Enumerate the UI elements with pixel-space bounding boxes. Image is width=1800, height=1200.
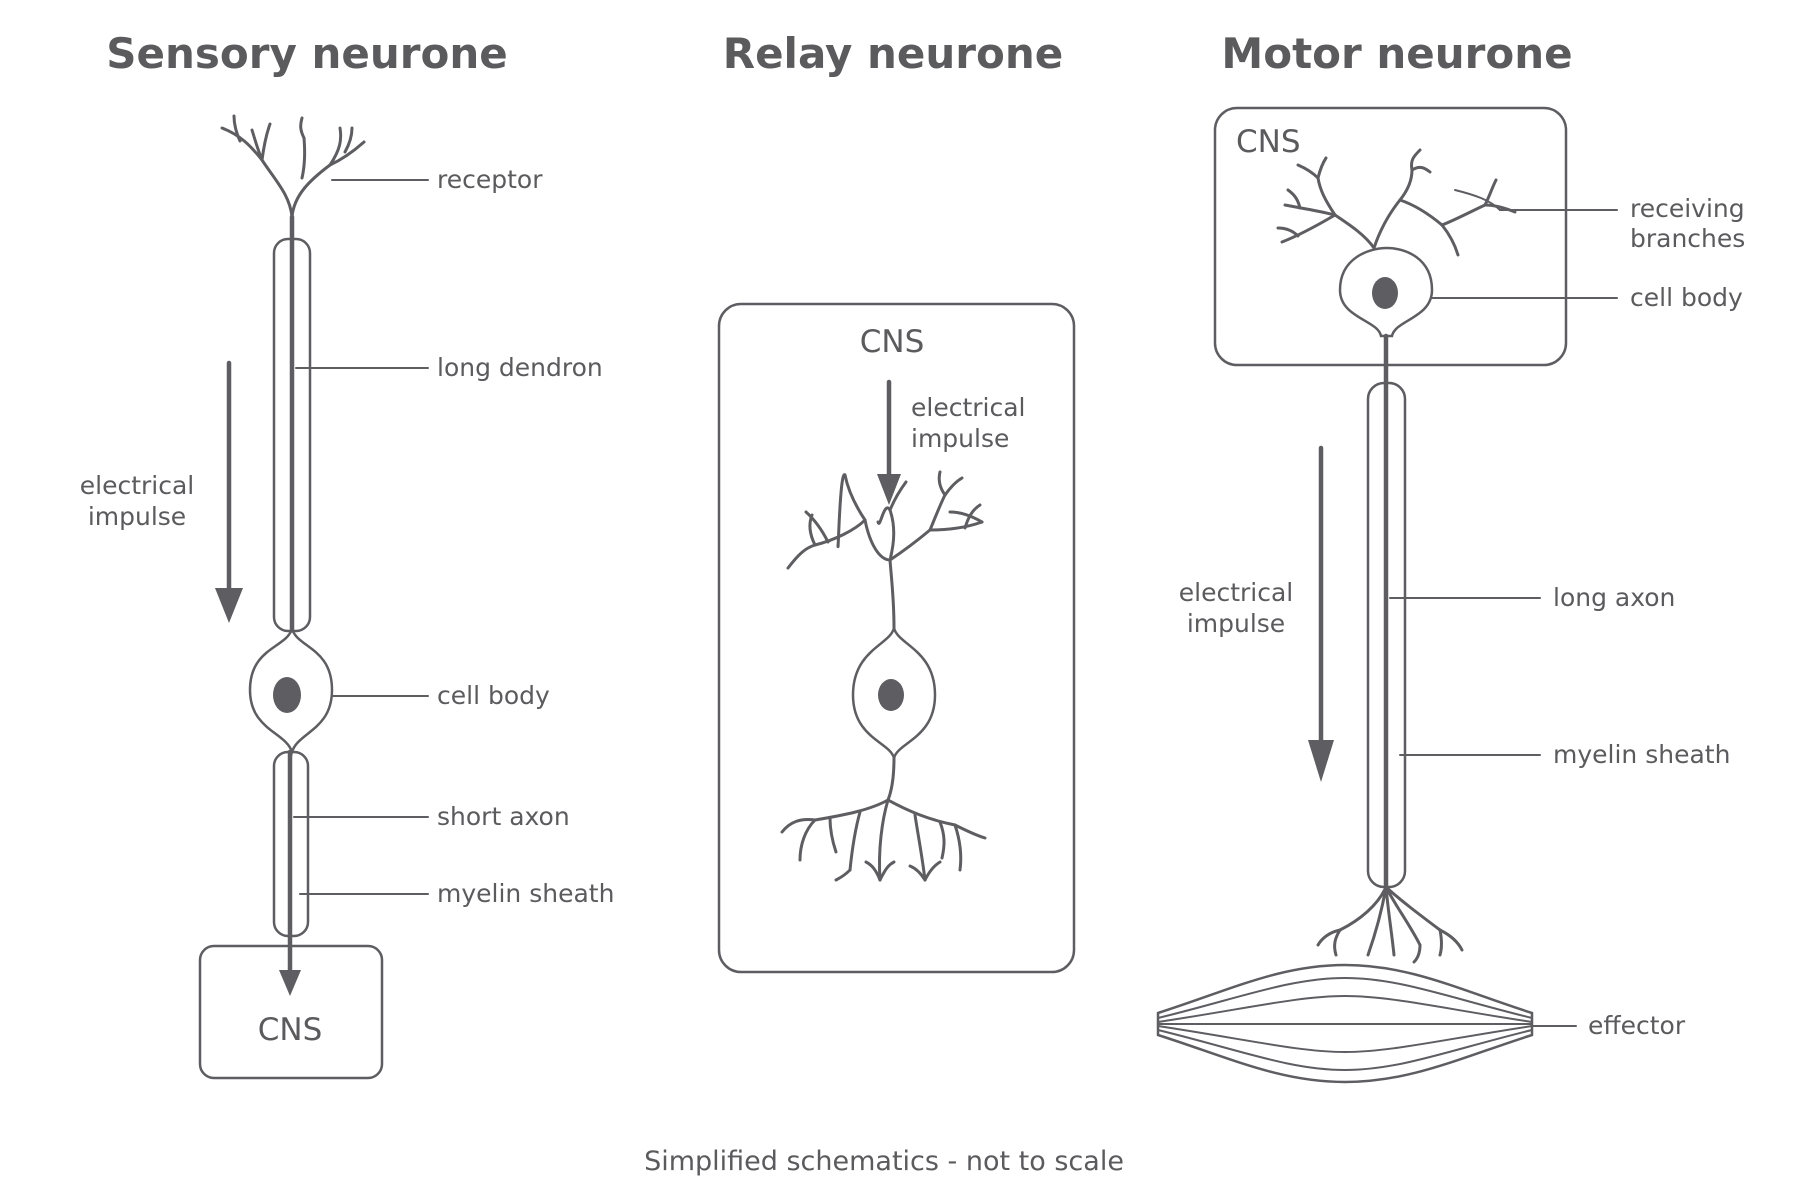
footer-note: Simplified schematics - not to scale: [644, 1146, 1124, 1177]
sensory-nucleus: [273, 677, 301, 713]
relay-title: Relay neurone: [723, 29, 1064, 78]
relay-cns-label: CNS: [860, 324, 925, 360]
relay-nucleus: [878, 679, 904, 711]
sensory-cns-box: [198, 944, 384, 1080]
motor-neurone: CNS: [1156, 106, 1745, 1084]
relay-upper-dendrites: [786, 470, 984, 630]
sensory-impulse-arrowhead: [215, 588, 243, 623]
relay-cns-box: [717, 302, 1076, 974]
receiving-branches-label-2: branches: [1630, 224, 1745, 253]
sensory-cell-body-label: cell body: [437, 681, 550, 710]
sensory-title: Sensory neurone: [106, 29, 507, 78]
motor-cns-box: [1213, 106, 1568, 367]
sensory-receptor-branches: [220, 114, 366, 219]
relay-impulse-arrowhead: [877, 474, 901, 505]
relay-neurone: CNS electrical impulse: [717, 302, 1076, 974]
receiving-branches-label-1: receiving: [1630, 194, 1745, 223]
short-axon-label: short axon: [437, 802, 570, 831]
long-dendron-label: long dendron: [437, 353, 603, 382]
motor-cns-label: CNS: [1236, 124, 1301, 160]
receiving-branches-bracket: [1454, 189, 1501, 211]
sensory-impulse-label-2: impulse: [88, 502, 186, 531]
sensory-cns-label: CNS: [258, 1012, 323, 1048]
relay-lower-dendrites: [780, 756, 987, 882]
relay-impulse-label-1: electrical: [911, 393, 1026, 422]
motor-axon-terminals: [1316, 885, 1464, 964]
motor-nucleus: [1372, 277, 1398, 309]
relay-impulse-label-2: impulse: [911, 424, 1009, 453]
motor-receiving-branches: [1276, 148, 1517, 257]
motor-impulse-arrowhead: [1308, 740, 1334, 782]
motor-cell-body-label: cell body: [1630, 283, 1743, 312]
motor-impulse-label-2: impulse: [1187, 609, 1285, 638]
motor-myelin-label: myelin sheath: [1553, 740, 1730, 769]
effector-label: effector: [1588, 1011, 1686, 1040]
receptor-label: receptor: [437, 165, 543, 194]
motor-title: Motor neurone: [1221, 29, 1572, 78]
effector-muscle: [1156, 963, 1534, 1084]
motor-impulse-label-1: electrical: [1179, 578, 1294, 607]
sensory-impulse-label-1: electrical: [80, 471, 195, 500]
long-axon-label: long axon: [1553, 583, 1675, 612]
sensory-arrowhead-to-cns: [279, 970, 301, 996]
sensory-myelin-label: myelin sheath: [437, 879, 614, 908]
sensory-neurone: CNS electrical impulse receptor long den…: [80, 114, 614, 1080]
